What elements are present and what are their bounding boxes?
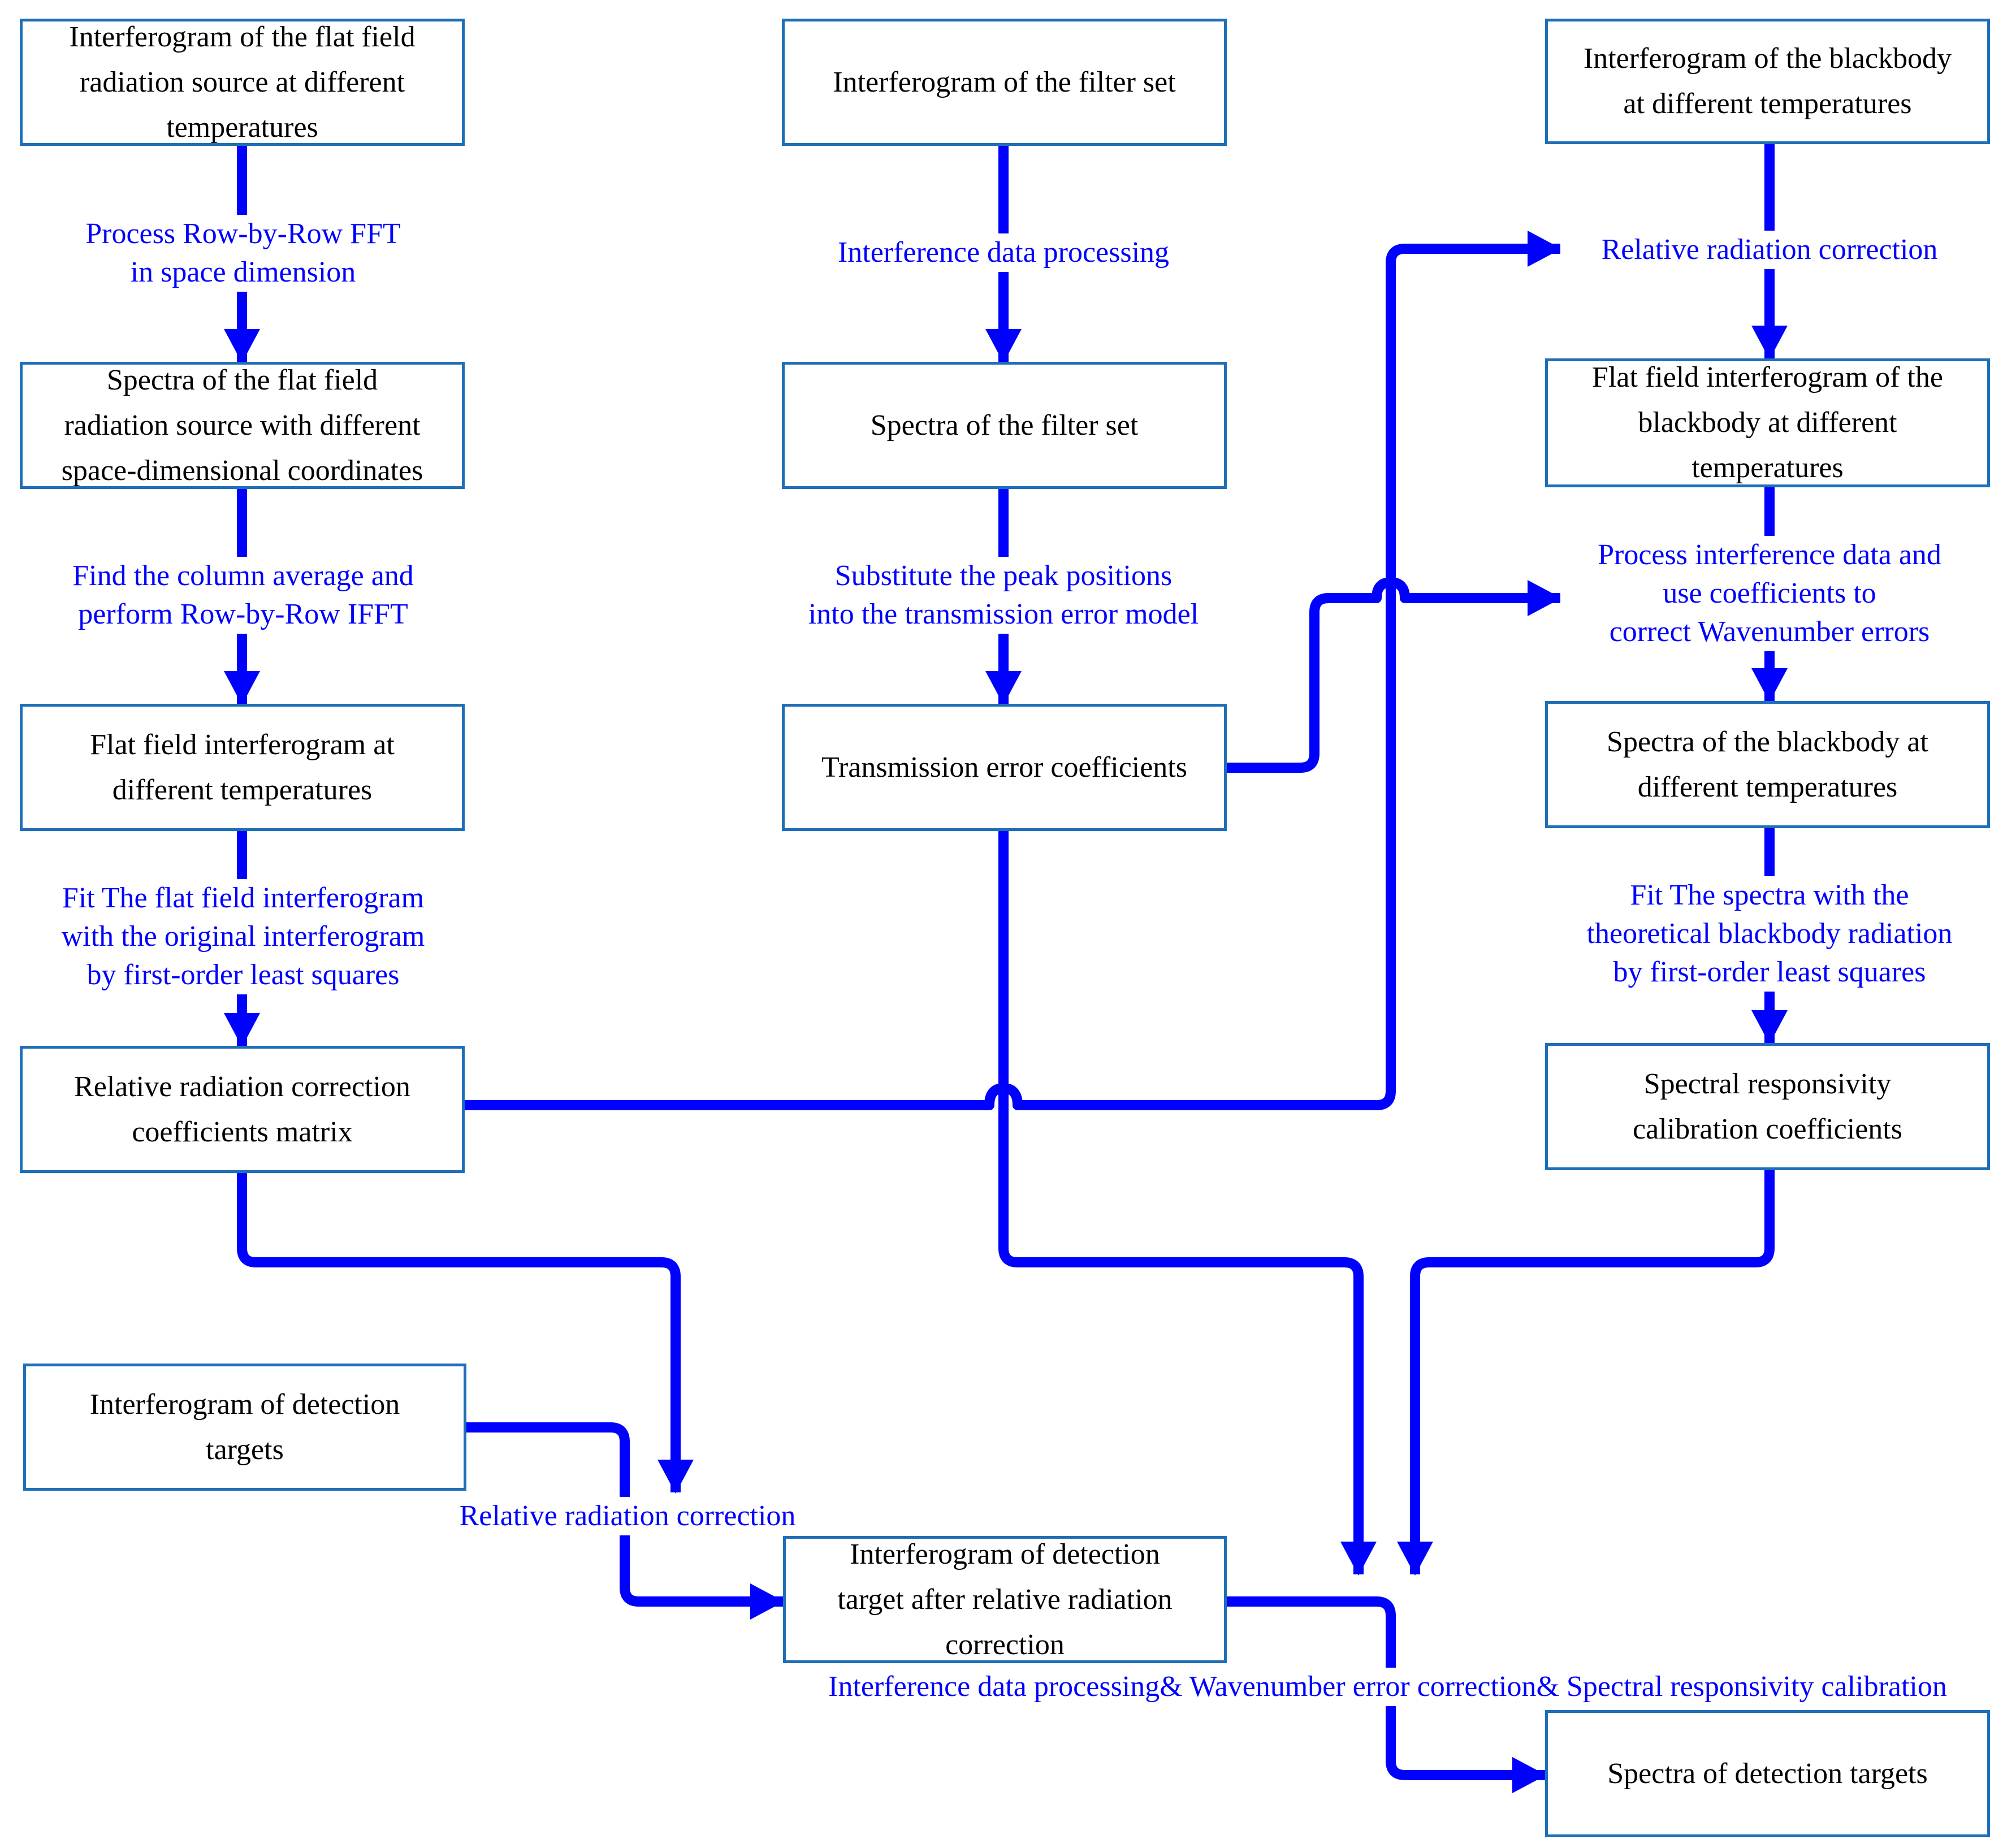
label-interference-processing: Interference data processing (783, 233, 1224, 272)
box-detection-target-corrected: Interferogram of detection target after … (783, 1536, 1227, 1663)
label-column-average: Find the column average and perform Row-… (34, 557, 452, 634)
box-detection-targets-interferogram: Interferogram of detection targets (23, 1364, 466, 1491)
label-relative-correction-bottom: Relative radiation correction (430, 1497, 825, 1535)
label-fit-spectra: Fit The spectra with the theoretical bla… (1549, 876, 1990, 992)
box-flat-field-source-interferogram-text: Interferogram of the flat field radiatio… (69, 20, 416, 144)
arrow-responsivity-to-final-processing (1397, 1170, 1775, 1576)
box-filter-set-spectra-text: Spectra of the filter set (870, 409, 1139, 442)
box-blackbody-flat-field-interferogram-text: Flat field interferogram of the blackbod… (1592, 361, 1943, 484)
box-spectral-responsivity-coefficients: Spectral responsivity calibration coeffi… (1545, 1043, 1990, 1170)
box-blackbody-interferogram: Interferogram of the blackbody at differ… (1545, 19, 1990, 144)
arrow-coefficients-to-wavenumber-correction (1227, 577, 1561, 773)
box-blackbody-interferogram-text: Interferogram of the blackbody at differ… (1583, 42, 1952, 120)
box-flat-field-interferogram-temps: Flat field interferogram at different te… (20, 704, 465, 831)
box-blackbody-flat-field-interferogram: Flat field interferogram of the blackbod… (1545, 358, 1990, 487)
box-detection-targets-spectra-text: Spectra of detection targets (1607, 1757, 1928, 1790)
box-detection-targets-interferogram-text: Interferogram of detection targets (89, 1388, 400, 1466)
label-row-fft: Process Row-by-Row FFT in space dimensio… (34, 215, 452, 292)
label-final-processing: Interference data processing& Wavenumber… (770, 1668, 2005, 1706)
box-filter-set-interferogram-text: Interferogram of the filter set (833, 66, 1176, 98)
box-flat-field-spectra-text: Spectra of the flat field radiation sour… (61, 363, 423, 487)
box-filter-set-spectra: Spectra of the filter set (782, 362, 1227, 489)
box-blackbody-spectra: Spectra of the blackbody at different te… (1545, 701, 1990, 828)
box-blackbody-spectra-text: Spectra of the blackbody at different te… (1607, 725, 1928, 803)
label-fit-flat-field: Fit The flat field interferogram with th… (23, 879, 464, 994)
box-detection-targets-spectra: Spectra of detection targets (1545, 1710, 1990, 1837)
box-filter-set-interferogram: Interferogram of the filter set (782, 19, 1227, 146)
label-relative-correction-top: Relative radiation correction (1560, 231, 1979, 269)
arrow-matrix-to-relative-correction (465, 231, 1561, 1110)
box-relative-radiation-matrix-text: Relative radiation correction coefficien… (74, 1070, 410, 1148)
label-substitute-peaks: Substitute the peak positions into the t… (766, 557, 1241, 634)
box-transmission-error-coefficients: Transmission error coefficients (782, 704, 1227, 831)
box-transmission-error-coefficients-text: Transmission error coefficients (821, 751, 1187, 784)
box-relative-radiation-matrix: Relative radiation correction coefficien… (20, 1046, 465, 1173)
box-spectral-responsivity-coefficients-text: Spectral responsivity calibration coeffi… (1633, 1067, 1902, 1145)
arrow-coefficients-to-final-processing (998, 831, 1377, 1576)
label-wavenumber-correction: Process interference data and use coeffi… (1560, 536, 1979, 651)
arrow-matrix-to-corrected-interferogram (237, 1173, 694, 1494)
box-detection-target-corrected-text: Interferogram of detection target after … (837, 1538, 1173, 1661)
box-flat-field-source-interferogram: Interferogram of the flat field radiatio… (20, 19, 465, 146)
box-flat-field-interferogram-temps-text: Flat field interferogram at different te… (90, 728, 395, 806)
box-flat-field-spectra: Spectra of the flat field radiation sour… (20, 362, 465, 489)
